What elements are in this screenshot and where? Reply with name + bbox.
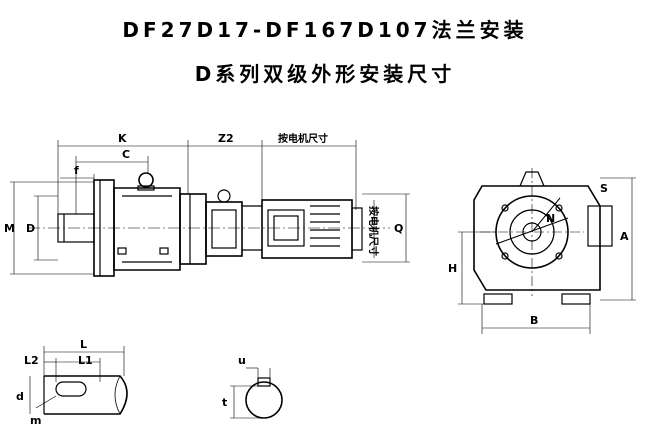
dim-D: D [26,222,35,235]
dim-L: L [80,338,87,351]
shaft-detail [43,375,128,415]
dim-H: H [448,262,457,275]
title-line-1: DF27D17-DF167D107法兰安装 [122,18,528,42]
dim-C: C [122,148,130,161]
side-view [28,172,390,277]
dim-motor: 按电机尺寸 [278,132,328,145]
dim-N: N [546,212,555,225]
dim-u: u [238,354,246,367]
dim-S: S [600,182,608,195]
dim-Q: Q [394,222,403,235]
key-section [245,377,283,419]
dim-K: K [118,132,127,145]
dim-t: t [222,396,227,409]
title-line-2: D系列双级外形安装尺寸 [194,62,456,86]
dim-M: M [4,222,15,235]
dim-L1: L1 [78,354,93,367]
dim-B: B [530,314,538,327]
dim-L2: L2 [24,354,39,367]
dim-m: m [30,414,41,427]
dim-d: d [16,390,24,403]
dim-Z2: Z2 [218,132,234,145]
dim-motor-v: 按电机尺寸 [367,206,380,256]
dim-A: A [620,230,629,243]
dim-f: f [74,164,79,177]
end-view [473,171,613,305]
